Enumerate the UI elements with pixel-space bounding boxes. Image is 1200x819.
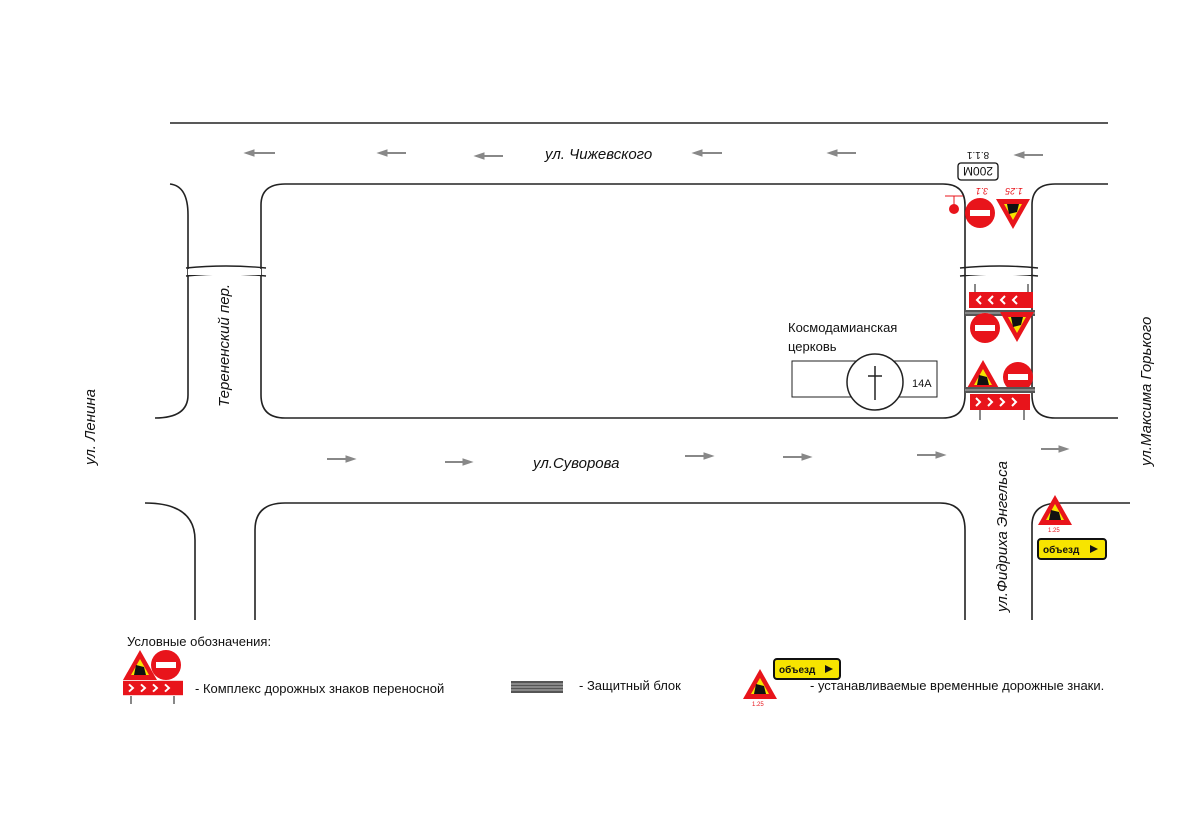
detour-sign [1037,538,1107,560]
svg-text:1.25: 1.25 [1048,528,1060,534]
street-label-terenensky: Терененский пер. [216,284,233,407]
arrow-right-icon [1090,545,1098,553]
legend: Условные обозначения: - Комплекс дорожны… [122,634,1104,708]
legend-no-entry-icon [151,650,181,680]
svg-text:8.1.1: 8.1.1 [966,149,989,160]
street-label-engelsa: ул.Фидриха Энгельса [994,461,1011,613]
road-works-sign-icon [996,199,1030,229]
svg-text:1.25: 1.25 [752,702,764,708]
legend-item-portable-complex: - Комплекс дорожных знаков переносной [195,681,444,696]
legend-item-protective-block: - Защитный блок [579,678,681,693]
traffic-arrows-east [327,445,1070,466]
legend-item-temporary-signs: - устанавливаемые временные дорожные зна… [810,678,1104,693]
street-label-gorkogo: ул.Максима Горького [1138,317,1155,467]
church-label-1: Космодамианская [788,320,897,335]
road-works-sign-icon [966,360,1000,390]
church-label-2: церковь [788,339,837,354]
legend-works-sign-icon [743,669,777,699]
svg-text:1.25: 1.25 [1004,186,1023,196]
road-works-sign-icon [1000,312,1034,342]
detour-sign-group: 1.25 объезд [1037,495,1107,560]
signal-lamp-icon [949,204,959,214]
church: 14А Космодамианская церковь [788,320,938,411]
legend-protective-block-icon [511,681,563,693]
barrier-complex-south [964,360,1036,420]
svg-text:200М: 200М [963,164,993,178]
legend-detour-sign [773,658,841,680]
road-works-sign-icon [1038,495,1072,525]
street-label-suvorova: ул.Суворова [532,455,620,472]
svg-text:объезд: объезд [1043,544,1080,556]
svg-text:объезд: объезд [779,664,816,676]
distance-plate [957,162,999,181]
street-label-lenina: ул. Ленина [82,389,99,466]
legend-title: Условные обозначения: [127,634,271,649]
building-number: 14А [912,378,932,390]
protective-block-icon [964,386,1036,394]
svg-text:3.1: 3.1 [976,186,989,196]
traffic-arrows-west [243,149,1043,160]
no-entry-sign-icon [970,313,1000,343]
street-label-chizhevskogo: ул. Чижевского [544,146,652,163]
no-entry-sign-icon [965,198,995,228]
barrier-complex-north [964,284,1036,343]
chevron-board-icon [968,291,1034,309]
chevron-board-icon [969,393,1031,411]
sign-group-north: 200М 8.1.1 1.25 3.1 [945,149,1030,229]
road-outlines [144,122,1130,620]
